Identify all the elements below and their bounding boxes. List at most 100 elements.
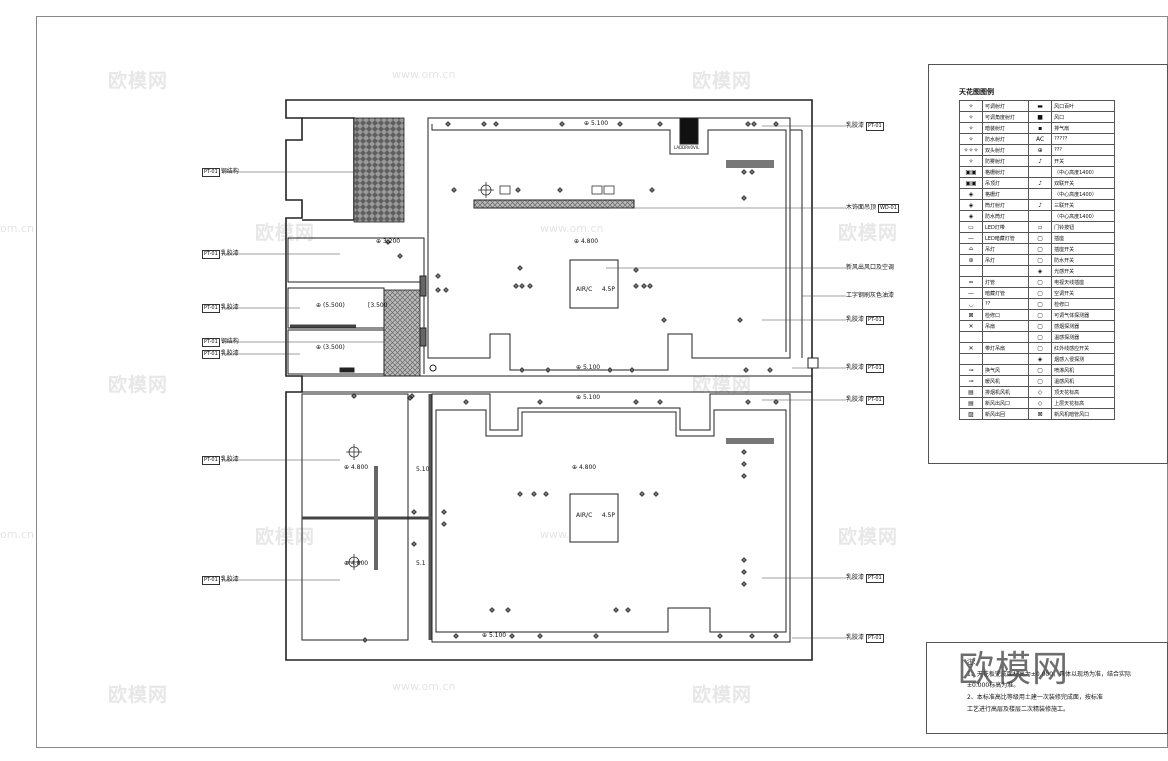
legend-symbol-icon: ♪ <box>1028 177 1053 189</box>
callout-right: 乳胶漆 PT-01 <box>846 634 884 643</box>
notes-panel: 注： 1、天花板完成面标高为±0.000，具体以现场为准，结合实际 ±0.000… <box>926 642 1168 734</box>
legend-symbol-icon: ⊸ <box>959 375 983 387</box>
legend-label: 换气风 <box>981 364 1030 376</box>
level-mark: 5.10 <box>416 466 430 473</box>
legend-label: 风口 <box>1051 111 1115 123</box>
downlight-icon <box>745 121 751 127</box>
level-mark: [3.500 <box>368 302 388 309</box>
downlight-icon <box>737 317 743 323</box>
downlight-icon <box>519 367 525 373</box>
downlight-icon <box>617 121 623 127</box>
legend-label: 新风出回 <box>981 408 1030 420</box>
legend-label: 风口百叶 <box>1051 100 1115 112</box>
legend-symbol-icon: ▢ <box>1028 320 1053 332</box>
downlight-icon <box>513 283 519 289</box>
legend-symbol-icon: ✕ <box>959 320 983 332</box>
legend-label: 吊灯 <box>981 254 1030 266</box>
legend-symbol-icon: ◈ <box>959 199 983 211</box>
legend-label: 烟感入侵探测 <box>1051 353 1115 365</box>
legend-label: 灯管 <box>981 276 1030 288</box>
level-mark: 5.1 <box>416 560 426 567</box>
legend-row: ◡??▢检修口 <box>959 298 1115 310</box>
legend-symbol-icon: ═ <box>959 276 983 288</box>
legend-label: 温感探测器 <box>1051 331 1115 343</box>
notes-line: 1、天花板完成面标高为±0.000，具体以现场为准，结合实际 <box>967 671 1132 678</box>
ceiling-lamps <box>346 182 615 570</box>
legend-label: 暗装射灯 <box>981 122 1030 134</box>
downlight-icon <box>741 169 747 175</box>
legend-symbol-icon: ▤ <box>959 397 983 409</box>
lower-left-rooms <box>301 393 432 641</box>
legend-symbol-icon: — <box>959 287 983 299</box>
legend-symbol-icon: ✧✧✧ <box>959 144 983 156</box>
watermark-url: www.om.cn <box>392 68 456 81</box>
legend-row: ✕带灯吊扇▢红外线感应开关 <box>959 342 1115 354</box>
legend-row: ⊠检修口▢可调气体探测器 <box>959 309 1115 321</box>
downlight-icon <box>351 393 357 399</box>
legend-symbol-icon: ▢ <box>1028 342 1053 354</box>
legend-label: 防水开关 <box>1051 254 1115 266</box>
legend-label: 三联开关 <box>1051 199 1115 211</box>
level-mark: ⊕ 5.100 <box>576 394 601 401</box>
legend-label: 带灯吊扇 <box>981 342 1030 354</box>
level-mark: ⊕ 5.100 <box>482 632 507 639</box>
legend-title: 天花图图例 <box>959 88 994 96</box>
legend-label: 吊顶灯 <box>981 177 1030 189</box>
watermark: 欧模网 <box>692 70 753 92</box>
downlight-icon <box>411 509 417 515</box>
level-mark: ⊕ (3.500) <box>316 344 345 351</box>
downlight-icon <box>633 283 639 289</box>
legend-symbol-icon: ⊸ <box>959 364 983 376</box>
watermark: 欧模网 <box>108 70 169 92</box>
legend-symbol-icon: ▢ <box>1028 298 1053 310</box>
legend-label: 温感风机 <box>1051 375 1115 387</box>
callout-right: 乳胶漆 PT-01 <box>846 122 884 131</box>
legend-symbol-icon: ◡ <box>959 298 983 310</box>
legend-label: （中心高度1400） <box>1051 210 1115 222</box>
callout-right: 木饰面吊顶 WD-01 <box>846 204 899 213</box>
callout-right: 工字钢刷灰色油漆 <box>846 292 895 299</box>
legend-row: ◈烟感入侵探测 <box>959 353 1115 365</box>
legend-symbol-icon: ⌓ <box>959 243 983 255</box>
legend-symbol-icon: ▤ <box>959 386 983 398</box>
downlight-icon <box>741 569 747 575</box>
upper-room <box>427 117 803 371</box>
legend-row: ✧可调射灯▬风口百叶 <box>959 100 1115 112</box>
downlight-icon <box>607 367 613 373</box>
black-box-label: LADDRV0VIL <box>674 145 700 150</box>
watermark-url: www.om.cn <box>540 222 604 235</box>
legend-label: （中心高度1400） <box>1051 188 1115 200</box>
watermark: 欧模网 <box>838 526 899 548</box>
legend-symbol-icon <box>1028 188 1053 200</box>
downlight-icon <box>385 239 391 245</box>
legend-label: 筒灯射灯 <box>981 199 1030 211</box>
legend-symbol-icon: AC <box>1028 133 1053 145</box>
legend-label <box>981 331 1030 343</box>
level-mark: ⊕ 5.100 <box>576 364 601 371</box>
legend-symbol-icon: ✧ <box>959 100 983 112</box>
light-fixtures <box>351 121 779 643</box>
downlight-icon <box>741 461 747 467</box>
legend-label: 空调开关 <box>1051 287 1115 299</box>
downlight-icon <box>629 367 635 373</box>
legend-label: 新风机暗管风口 <box>1051 408 1115 420</box>
downlight-icon <box>647 283 653 289</box>
legend-symbol-icon: ✧ <box>959 122 983 134</box>
legend-row: ◈防水筒灯（中心高度1400） <box>959 210 1115 222</box>
legend-symbol-icon: ▫ <box>1028 221 1053 233</box>
legend-row: ▣▣格栅射灯（中心高度1400） <box>959 166 1115 178</box>
downlight-icon <box>657 399 663 405</box>
hatched-wall-mid <box>383 289 421 377</box>
legend-label: 暗藏灯管 <box>981 287 1030 299</box>
legend-symbol-icon: ▨ <box>959 408 983 420</box>
downlight-icon <box>441 509 447 515</box>
legend-label: 格栅射灯 <box>981 166 1030 178</box>
legend-label: 插座 <box>1051 232 1115 244</box>
downlight-icon <box>411 541 417 547</box>
downlight-icon <box>557 187 563 193</box>
legend-symbol-icon: ▢ <box>1028 287 1053 299</box>
